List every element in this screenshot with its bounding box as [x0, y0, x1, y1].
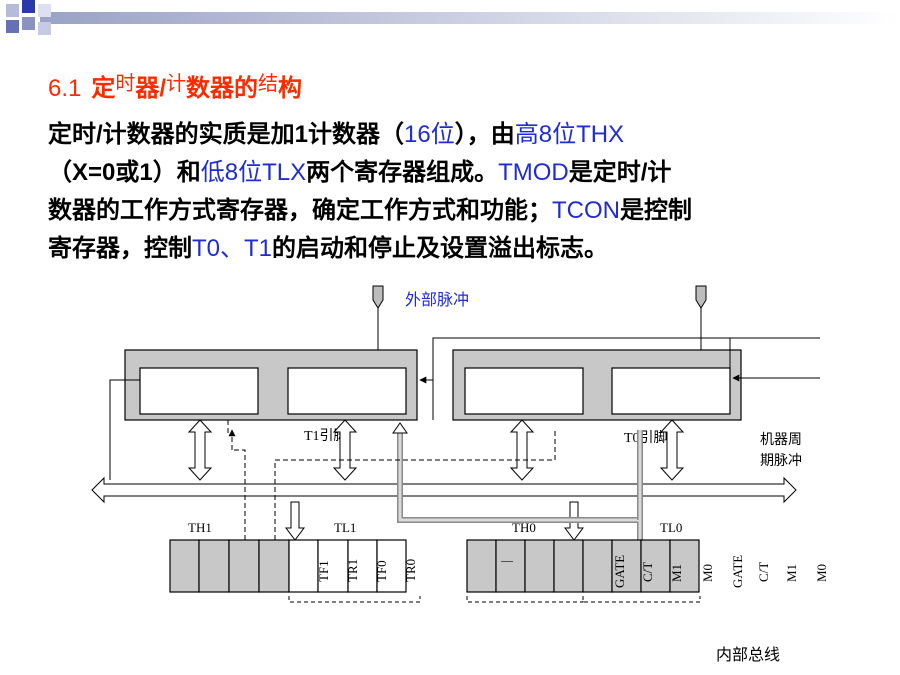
- tl1-bus-arrow: [332, 419, 358, 481]
- tmod-bit-m1-1: M1: [669, 564, 684, 582]
- header-decoration: [6, 0, 900, 35]
- t0-pin-label: T0引脚: [624, 430, 668, 446]
- tl1-register: [287, 367, 407, 415]
- ext-pulse-label: 外部脉冲: [405, 290, 469, 309]
- th1-bus-arrow: [187, 419, 213, 481]
- tl1-label: TL1: [334, 520, 356, 535]
- th0-bus-arrow: [509, 419, 535, 481]
- tl0-bus-arrow: [659, 419, 685, 481]
- tmod-bit-ct-2: C/T: [756, 562, 771, 582]
- tmod-bit-m0-2: M0: [814, 564, 829, 582]
- tcon-bit-tf0: TF0: [374, 560, 389, 582]
- ext-pulse-input-1: [372, 285, 384, 309]
- tmod-bit-gate-2: GATE: [730, 555, 745, 588]
- machine-pulse-label-2: 期脉冲: [760, 453, 802, 469]
- tmod-bit-gate-1: GATE: [612, 555, 627, 588]
- tcon-bit-tf1: TF1: [316, 560, 331, 582]
- th1-register: [139, 367, 259, 415]
- internal-bus-label: 内部总线: [716, 645, 780, 664]
- bus-to-tcon-arrow: [285, 501, 305, 541]
- tmod-bit-ct-1: C/T: [640, 562, 655, 582]
- tl0-label: TL0: [660, 520, 682, 535]
- tcon-register: [169, 539, 407, 593]
- timer-structure-diagram: 外部脉冲 T1引脚 T0引脚 机器周 期脉冲: [91, 285, 829, 664]
- tmod-register: [466, 539, 700, 593]
- tmod-bit-m0-1: M0: [700, 564, 715, 582]
- tcon-bit-tr1: TR1: [345, 559, 360, 582]
- th0-register: [464, 367, 584, 415]
- machine-pulse-label-1: 机器周: [760, 432, 802, 448]
- tl0-register: [611, 367, 731, 415]
- th1-label: TH1: [188, 520, 212, 535]
- tmod-dash-mark: —: [500, 553, 514, 567]
- internal-data-bus: [91, 476, 797, 504]
- th0-label: TH0: [512, 520, 536, 535]
- description-paragraph: 定时/计数器的实质是加1计数器（16位），由高8位THX （X=0或1）和低8位…: [48, 121, 692, 262]
- ext-pulse-input-2: [695, 285, 707, 309]
- tmod-bit-m1-2: M1: [784, 564, 799, 582]
- tcon-bit-tr0: TR0: [403, 559, 418, 582]
